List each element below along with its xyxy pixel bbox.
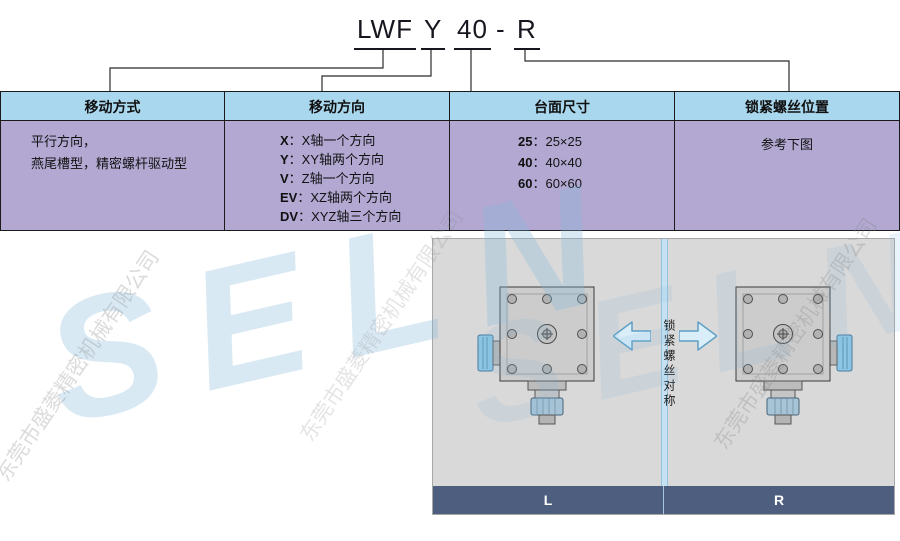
- lock-screw-diagram: 锁紧螺丝对称 L R: [432, 238, 895, 515]
- label-left-variant: L: [543, 492, 553, 508]
- model-code-screw-position: R: [514, 14, 540, 50]
- model-code-size: 40: [454, 14, 491, 50]
- header-screw-position: 锁紧螺丝位置: [675, 91, 900, 121]
- size-option-60: 60：60×60: [518, 173, 674, 194]
- connector-screw: [524, 48, 790, 91]
- label-right-variant: R: [663, 486, 894, 514]
- company-watermark-1: 东莞市盛菱精密机械有限公司: [0, 246, 164, 486]
- connector-direction: [321, 48, 432, 91]
- arrow-left-icon: [613, 321, 651, 351]
- option-desc: ：40×40: [532, 155, 582, 170]
- arrow-right-icon: [679, 321, 717, 351]
- direction-option-ev: EV：XZ轴两个方向: [280, 188, 449, 207]
- header-movement-type: 移动方式: [0, 91, 225, 121]
- size-option-25: 25：25×25: [518, 131, 674, 152]
- stage-front-view-right-icon: [735, 286, 853, 425]
- cell-screw-position: 参考下图: [675, 121, 900, 231]
- direction-option-x: X：X轴一个方向: [280, 131, 449, 150]
- option-desc: ：XYZ轴三个方向: [298, 209, 402, 224]
- stage-front-view-left-icon: [477, 286, 595, 425]
- model-code-dash: -: [496, 14, 506, 44]
- option-key: 60: [518, 176, 533, 191]
- connector-lines: [109, 48, 790, 91]
- option-desc: ：Z轴一个方向: [288, 171, 375, 186]
- option-desc: ：60×60: [532, 176, 582, 191]
- spec-table-body-row: 平行方向， 燕尾槽型，精密螺杆驱动型 X：X轴一个方向 Y：XY轴两个方向 V：…: [0, 121, 900, 231]
- cell-movement-direction: X：X轴一个方向 Y：XY轴两个方向 V：Z轴一个方向 EV：XZ轴两个方向 D…: [225, 121, 450, 231]
- option-key: X: [280, 133, 289, 148]
- direction-option-v: V：Z轴一个方向: [280, 169, 449, 188]
- connector-series: [109, 48, 384, 91]
- model-code-direction: Y: [421, 14, 446, 50]
- option-key: Y: [280, 152, 289, 167]
- option-desc: ：XY轴两个方向: [288, 152, 385, 167]
- direction-option-dv: DV：XYZ轴三个方向: [280, 207, 449, 226]
- option-key: 40: [518, 155, 533, 170]
- option-key: EV: [280, 190, 298, 205]
- cell-movement-type: 平行方向， 燕尾槽型，精密螺杆驱动型: [0, 121, 225, 231]
- option-key: DV: [280, 209, 299, 224]
- model-code-series: LWF: [354, 14, 416, 50]
- option-key: 25: [518, 134, 533, 149]
- header-movement-direction: 移动方向: [225, 91, 450, 121]
- center-symmetry-line: [661, 239, 668, 488]
- spec-table: 移动方式 移动方向 台面尺寸 锁紧螺丝位置 平行方向， 燕尾槽型，精密螺杆驱动型…: [0, 91, 900, 231]
- screw-position-note: 参考下图: [760, 137, 813, 152]
- direction-option-y: Y：XY轴两个方向: [280, 150, 449, 169]
- option-desc: ：25×25: [532, 134, 582, 149]
- option-desc: ：X轴一个方向: [288, 133, 376, 148]
- movement-type-line-2: 燕尾槽型，精密螺杆驱动型: [31, 156, 188, 171]
- symmetry-arrow-label: 锁紧螺丝对称: [662, 319, 676, 409]
- option-desc: ：XZ轴两个方向: [297, 190, 392, 205]
- option-key: V: [280, 171, 289, 186]
- cell-table-size: 25：25×25 40：40×40 60：60×60: [450, 121, 675, 231]
- header-table-size: 台面尺寸: [450, 91, 675, 121]
- movement-type-line-1: 平行方向，: [31, 134, 97, 149]
- model-code: LWF Y 40 - R: [0, 0, 900, 52]
- spec-table-header-row: 移动方式 移动方向 台面尺寸 锁紧螺丝位置: [0, 91, 900, 121]
- diagram-footer-bar: L R: [433, 486, 894, 514]
- size-option-40: 40：40×40: [518, 152, 674, 173]
